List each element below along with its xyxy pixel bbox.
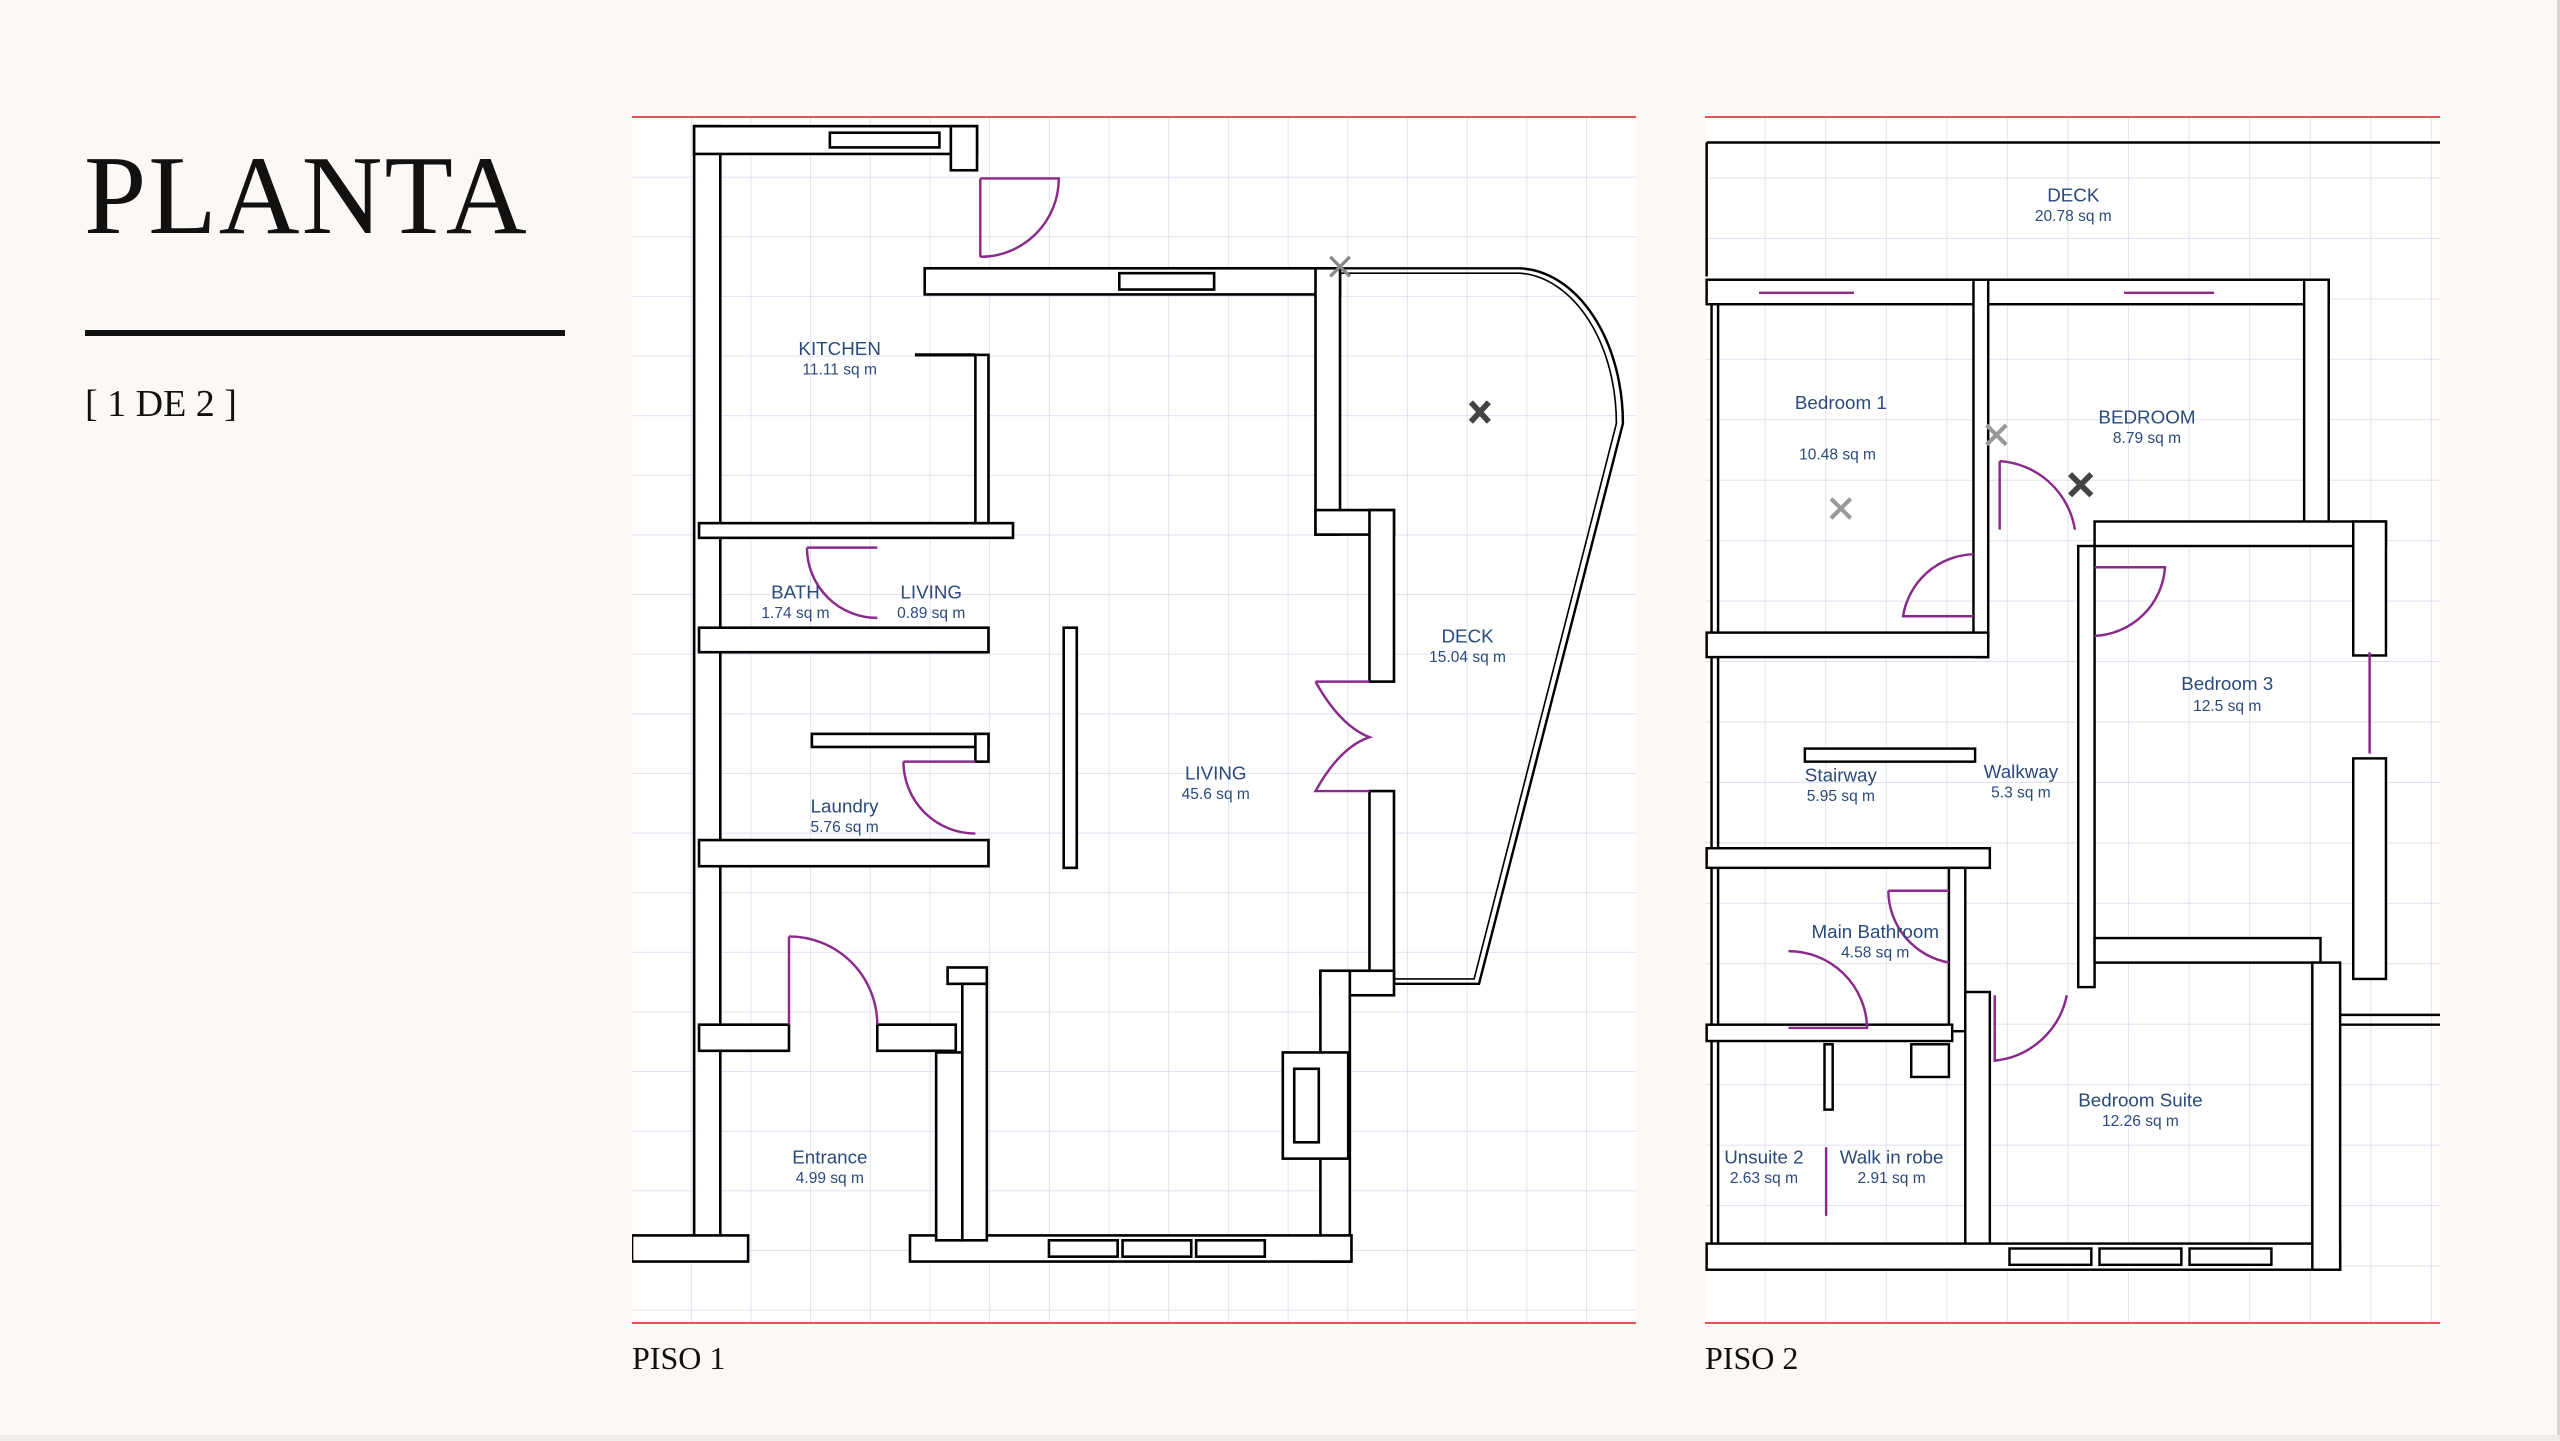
page-edge — [2557, 0, 2560, 1441]
x-mark-icon — [1468, 400, 1491, 424]
room-label: 1.74 sq m — [761, 605, 829, 622]
room-label: 5.3 sq m — [1991, 785, 2051, 802]
room-label: DECK — [2047, 184, 2100, 205]
room-label: 11.11 sq m — [802, 361, 877, 378]
plan-2-top-rule — [1705, 116, 2440, 118]
room-label: 2.91 sq m — [1858, 1170, 1926, 1187]
room-label: Entrance — [792, 1147, 867, 1168]
room-label: BATH — [771, 581, 820, 602]
plan-2-bottom-rule — [1705, 1322, 2440, 1324]
floor-plan-2: DECK 20.78 sq m Bedroom 1 10.48 sq m BEDRO… — [1705, 118, 2440, 1322]
room-label: Stairway — [1805, 764, 1878, 785]
room-label: 4.58 sq m — [1841, 945, 1909, 962]
page-title: PLANTA — [84, 134, 529, 258]
room-label: 15.04 sq m — [1429, 649, 1506, 666]
doors — [787, 177, 1374, 1025]
plan-1-bottom-rule — [632, 1322, 1636, 1324]
room-label: DECK — [1441, 625, 1494, 646]
deck-outline — [1340, 267, 1625, 986]
room-label: 45.6 sq m — [1182, 786, 1250, 803]
doors — [1759, 291, 2371, 1216]
walls — [1705, 278, 2388, 1271]
room-label: Main Bathroom — [1812, 921, 1939, 942]
room-label: 0.89 sq m — [897, 605, 965, 622]
room-label: 4.99 sq m — [796, 1170, 864, 1187]
room-label: LIVING — [900, 581, 962, 602]
room-labels: DECK 20.78 sq m Bedroom 1 10.48 sq m BEDRO… — [1724, 184, 2273, 1187]
room-label: Walk in robe — [1840, 1147, 1944, 1168]
room-label: 12.26 sq m — [2102, 1113, 2179, 1130]
page-indicator: [ 1 DE 2 ] — [85, 383, 237, 425]
x-mark-icon — [1829, 423, 2008, 520]
plan-1-label: PISO 1 — [632, 1340, 726, 1376]
room-label: 10.48 sq m — [1799, 446, 1876, 463]
room-label: 8.79 sq m — [2113, 430, 2181, 447]
room-label: Bedroom Suite — [2078, 1089, 2202, 1110]
title-divider — [85, 330, 565, 336]
walls — [632, 124, 1396, 1263]
x-mark-icon — [2068, 472, 2094, 498]
room-labels: KITCHEN 11.11 sq m BATH 1.74 sq m LIVING 0.… — [761, 338, 1506, 1187]
room-label: KITCHEN — [798, 338, 880, 359]
room-label: Bedroom 3 — [2181, 673, 2273, 694]
room-label: LIVING — [1185, 763, 1247, 784]
room-label: 5.95 sq m — [1807, 788, 1875, 805]
room-label: Laundry — [811, 795, 880, 816]
room-label: 2.63 sq m — [1730, 1170, 1798, 1187]
room-label: 5.76 sq m — [810, 819, 878, 836]
room-label: Bedroom 1 — [1795, 392, 1887, 413]
room-label: 20.78 sq m — [2035, 208, 2112, 225]
room-label: Unsuite 2 — [1724, 1147, 1803, 1168]
x-mark-icon — [1329, 255, 1351, 278]
room-label: BEDROOM — [2098, 407, 2195, 428]
room-label: 12.5 sq m — [2193, 698, 2261, 715]
floor-plan-1: KITCHEN 11.11 sq m BATH 1.74 sq m LIVING 0.… — [632, 118, 1636, 1322]
room-label: Walkway — [1984, 761, 2059, 782]
plan-1-top-rule — [632, 116, 1636, 118]
plan-2-label: PISO 2 — [1705, 1340, 1799, 1376]
page-bottom-band — [0, 1435, 2560, 1441]
